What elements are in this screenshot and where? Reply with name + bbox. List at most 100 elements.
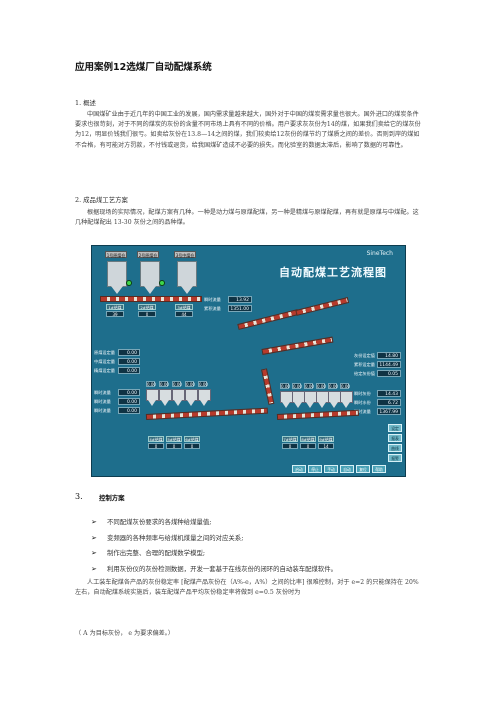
- left-flow-label-3: 瞬时流量: [94, 408, 111, 413]
- side-button-settings[interactable]: 设定: [388, 424, 402, 432]
- conveyor-right-icon: [276, 409, 360, 420]
- feeder-tag-6: 6#给煤机: [184, 436, 200, 448]
- silo-value: 0.00: [146, 381, 156, 387]
- bottom-button-manual[interactable]: 手动: [324, 465, 338, 473]
- feeder-tag-1: 1#给煤机: [106, 304, 124, 316]
- bottom-button-auto[interactable]: 自动: [340, 465, 354, 473]
- brand-label: SineTech: [366, 250, 393, 257]
- conveyor-incline-icon: [261, 336, 334, 355]
- silo-value: 0.00: [292, 383, 302, 389]
- silo-icon: [146, 389, 159, 406]
- overview-paragraph: 中国煤矿业由于近几年的中国工业的发展，国内需求量越来越大，国外对于中国的煤炭需求…: [75, 111, 421, 149]
- right-read-value-1: 14.43: [377, 390, 401, 397]
- feeder-value-9: 14: [318, 443, 334, 449]
- feeder-tag-4: 4#给煤机: [148, 436, 164, 448]
- silo-icon: [328, 391, 341, 408]
- conveyor-incline-icon: [295, 297, 350, 316]
- left-flow-value-1: 0.00: [118, 389, 140, 396]
- feeder-value-7: 0: [282, 443, 298, 449]
- side-button-alarm[interactable]: 报警: [388, 454, 402, 462]
- feeder-tag-9: 9#给煤机: [318, 436, 334, 448]
- control-paragraph: 人工装车配煤各产品的灰份稳定率 [配煤产品灰份在（A%-e，A%）之间的比率] …: [75, 579, 419, 597]
- bottom-button-help[interactable]: 帮助: [372, 465, 386, 473]
- feeder-value-2: 0: [138, 311, 156, 317]
- right-set-label-1: 灰份设定值: [354, 353, 375, 358]
- silo-icon: [185, 389, 198, 406]
- bullet-item: 不同配煤灰份要求的各煤种给煤量值;: [91, 515, 337, 531]
- left-set-value-2: 0.00: [118, 358, 140, 365]
- right-read-label-2: 瞬时水份: [354, 400, 371, 405]
- right-read-value-3: 1367.99: [377, 408, 401, 415]
- silo-value: 0.00: [159, 381, 169, 387]
- section-2-heading: 2. 成品煤工艺方案: [75, 196, 128, 204]
- process-paragraph: 根据现场的实际情况，配煤方案有几种。一种是动力煤与原煤配煤，另一种是精煤与原煤配…: [75, 209, 419, 227]
- hopper-label-2: 2号原煤仓: [137, 251, 159, 258]
- status-led: [159, 280, 165, 286]
- left-set-label-1: 原煤设定量: [94, 350, 115, 355]
- right-read-label-1: 瞬时灰份: [354, 391, 371, 396]
- right-read-label-3: 瞬时流量: [354, 409, 371, 414]
- bottom-button-reset[interactable]: 复位: [356, 465, 370, 473]
- feeder-value-1: 39: [106, 311, 124, 317]
- right-read-value-2: 6.72: [377, 399, 401, 406]
- hopper-2-icon: [140, 261, 160, 294]
- hopper-label-1: 1号原煤仓: [105, 251, 127, 258]
- hopper-1-icon: [107, 261, 127, 294]
- bullet-item: 利用灰份仪的灰份检测数据，开发一套基于在线灰份的闭环的自动装车配煤软件。: [91, 562, 337, 578]
- feeder-tag-8: 8#给煤机: [300, 436, 316, 448]
- right-set-label-3: 给定灰份值: [354, 371, 375, 376]
- top-total-label: 累积流量: [204, 306, 221, 311]
- right-set-label-2: 累积设定量: [354, 362, 375, 367]
- silo-value: 0.00: [340, 383, 350, 389]
- silo-value: 0.00: [185, 381, 195, 387]
- conveyor-vertical-icon: [261, 368, 275, 405]
- feeder-value-4: 0: [148, 443, 164, 449]
- hopper-label-3: 3号中煤仓: [174, 251, 196, 258]
- status-led: [126, 280, 132, 286]
- silo-icon: [340, 391, 353, 408]
- feeder-value-8: 0: [300, 443, 316, 449]
- right-set-value-2: 1144.49: [377, 361, 401, 368]
- feeder-tag-5: 5#给煤机: [166, 436, 182, 448]
- silo-value: 0.00: [316, 383, 326, 389]
- left-flow-label-1: 瞬时流量: [94, 390, 111, 395]
- control-bullets: 不同配煤灰份要求的各煤种给煤量值; 变频器的各种频率与给煤机煤量之间的对应关系;…: [91, 515, 337, 577]
- bottom-button-start[interactable]: 启动: [292, 465, 306, 473]
- feeder-value-6: 0: [184, 443, 200, 449]
- note-line: （ A 为目标灰份， e 为要求偏差。）: [75, 630, 175, 637]
- left-flow-value-3: 0.00: [118, 407, 140, 414]
- top-flow-label: 瞬时流量: [204, 297, 221, 302]
- side-button-curve[interactable]: 曲线: [388, 444, 402, 452]
- section-1-heading: 1. 概述: [75, 99, 96, 107]
- feeder-tag-2: 2#给煤机: [138, 304, 156, 316]
- silo-value: 0.00: [280, 383, 290, 389]
- right-set-value-1: 14.80: [377, 352, 401, 359]
- bullet-item: 变频器的各种频率与给煤机煤量之间的对应关系;: [91, 531, 337, 547]
- section-3-heading: 控制方案: [99, 494, 125, 502]
- top-total-value: 1351.00: [228, 305, 252, 312]
- conveyor-top-icon: [100, 296, 202, 302]
- silo-value: 0.00: [328, 383, 338, 389]
- hopper-3-icon: [177, 261, 197, 294]
- right-set-value-3: 0.05: [377, 370, 401, 377]
- hmi-process-diagram: SineTech 自动配煤工艺流程图 1号原煤仓 2号原煤仓 3号中煤仓 瞬时流…: [91, 245, 406, 477]
- left-set-value-3: 0.00: [118, 367, 140, 374]
- silo-value: 0.00: [304, 383, 314, 389]
- left-flow-label-2: 瞬时流量: [94, 399, 111, 404]
- silo-value: 0.00: [172, 381, 182, 387]
- left-set-label-2: 中煤设定量: [94, 359, 115, 364]
- feeder-tag-7: 7#给煤机: [282, 436, 298, 448]
- bottom-button-stop[interactable]: 停止: [308, 465, 322, 473]
- feeder-value-3: 44: [175, 311, 193, 317]
- side-button-report[interactable]: 报表: [388, 434, 402, 442]
- left-set-value-1: 0.00: [118, 349, 140, 356]
- silo-icon: [198, 389, 211, 406]
- left-set-label-3: 精煤设定量: [94, 368, 115, 373]
- feeder-value-5: 0: [166, 443, 182, 449]
- feeder-tag-3: 3#给煤机: [175, 304, 193, 316]
- page-title: 应用案例12选煤厂自动配煤系统: [75, 62, 212, 73]
- bullet-item: 制作出完整、合理的配煤数学模型;: [91, 546, 337, 562]
- conveyor-mid-icon: [145, 407, 268, 420]
- silo-icon: [172, 389, 185, 406]
